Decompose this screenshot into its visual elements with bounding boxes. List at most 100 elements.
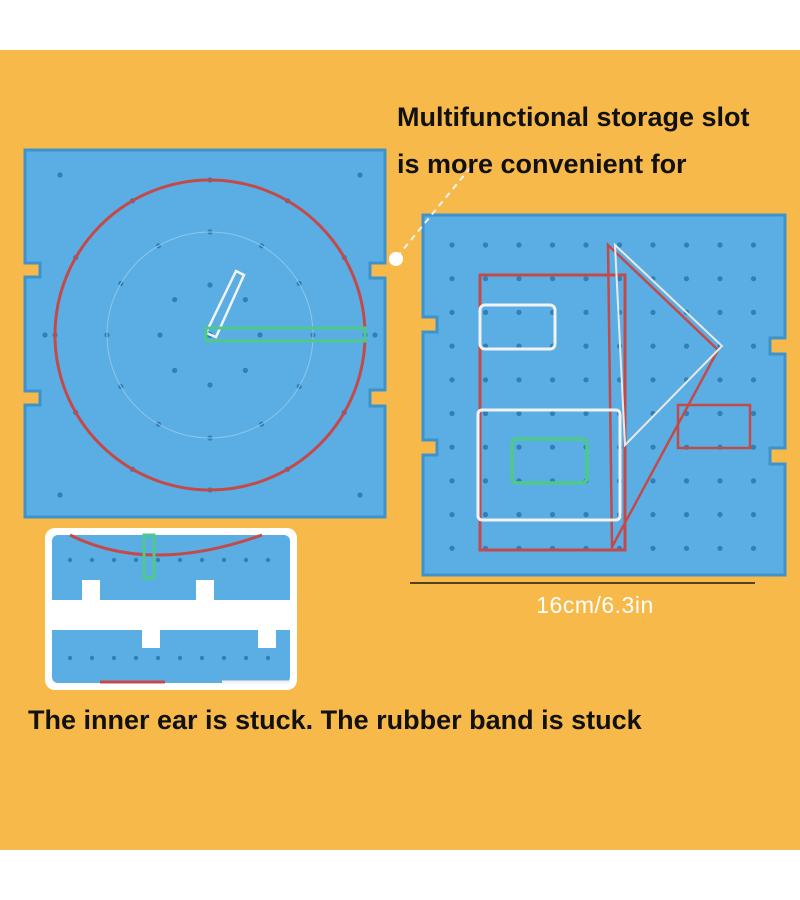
peg	[516, 410, 522, 417]
peg	[449, 512, 455, 518]
peg	[449, 444, 455, 450]
peg	[449, 377, 455, 383]
peg	[177, 557, 183, 563]
peg	[650, 444, 656, 450]
peg	[717, 377, 723, 383]
peg	[172, 297, 178, 303]
peg	[650, 478, 656, 484]
peg	[549, 512, 556, 518]
inset-detail	[45, 528, 297, 690]
white-square-band	[476, 408, 622, 522]
inset-pegs	[67, 557, 271, 661]
peg	[583, 377, 589, 383]
peg	[516, 276, 522, 282]
peg	[516, 309, 522, 315]
peg	[516, 242, 522, 248]
peg	[155, 655, 161, 661]
storage-slot-caption: Multifunctional storage slot is more con…	[397, 94, 792, 188]
peg	[650, 512, 656, 518]
peg	[482, 478, 489, 484]
peg	[616, 276, 623, 282]
peg	[583, 242, 589, 248]
peg	[750, 377, 757, 383]
peg	[482, 377, 489, 383]
peg	[449, 545, 455, 551]
peg	[57, 172, 63, 178]
peg	[516, 512, 522, 518]
peg	[650, 377, 656, 383]
peg	[650, 309, 656, 315]
peg	[650, 545, 656, 551]
green-rectangle-band	[510, 437, 589, 485]
peg	[516, 377, 522, 383]
peg	[549, 410, 556, 417]
product-photo-panel: Multifunctional storage slot is more con…	[0, 50, 800, 850]
peg	[683, 343, 690, 349]
red-small-rectangle-band	[676, 403, 752, 450]
peg	[265, 557, 271, 563]
storage-caption-line1: Multifunctional storage slot	[397, 102, 750, 132]
peg	[750, 276, 757, 282]
peg	[549, 242, 556, 248]
inner-ear-caption: The inner ear is stuck. The rubber band …	[28, 705, 642, 735]
peg	[265, 655, 271, 661]
peg	[449, 276, 455, 282]
peg	[67, 557, 73, 563]
peg	[549, 377, 556, 383]
peg	[89, 655, 95, 661]
peg	[199, 655, 205, 661]
peg	[221, 655, 227, 661]
peg	[750, 343, 757, 349]
peg	[750, 242, 757, 248]
peg	[750, 444, 757, 450]
peg	[717, 309, 723, 315]
peg	[516, 444, 522, 450]
peg	[357, 172, 363, 178]
peg	[482, 309, 489, 315]
peg	[482, 512, 489, 518]
geoboard-illustration	[23, 148, 787, 690]
peg	[207, 282, 213, 288]
peg	[482, 444, 489, 450]
peg	[683, 242, 690, 248]
peg	[683, 545, 690, 551]
peg	[449, 242, 455, 248]
peg	[616, 242, 623, 248]
inset-red-band	[69, 533, 263, 557]
peg	[221, 557, 227, 563]
peg	[482, 410, 489, 417]
peg	[750, 478, 757, 484]
peg	[583, 309, 589, 315]
peg	[650, 343, 656, 349]
white-triangle-band	[613, 242, 724, 448]
peg	[449, 343, 455, 349]
peg	[133, 557, 139, 563]
peg	[133, 655, 139, 661]
peg	[717, 478, 723, 484]
peg	[243, 557, 249, 563]
peg	[89, 557, 95, 563]
peg	[717, 410, 723, 417]
peg	[42, 332, 48, 338]
inner-guide-circle	[106, 231, 314, 439]
peg	[750, 512, 757, 518]
inset-gap	[52, 600, 290, 630]
hour-hand-band	[204, 269, 246, 339]
peg	[683, 512, 690, 518]
peg	[449, 410, 455, 417]
peg	[750, 545, 757, 551]
peg	[717, 545, 723, 551]
peg	[482, 276, 489, 282]
peg	[449, 478, 455, 484]
peg	[583, 410, 589, 417]
peg	[717, 242, 723, 248]
peg	[257, 332, 263, 338]
peg	[111, 655, 117, 661]
peg	[583, 512, 589, 518]
peg	[372, 332, 378, 338]
peg	[207, 382, 213, 388]
peg	[549, 276, 556, 282]
peg	[111, 557, 117, 563]
peg	[583, 276, 589, 282]
peg	[172, 367, 178, 373]
